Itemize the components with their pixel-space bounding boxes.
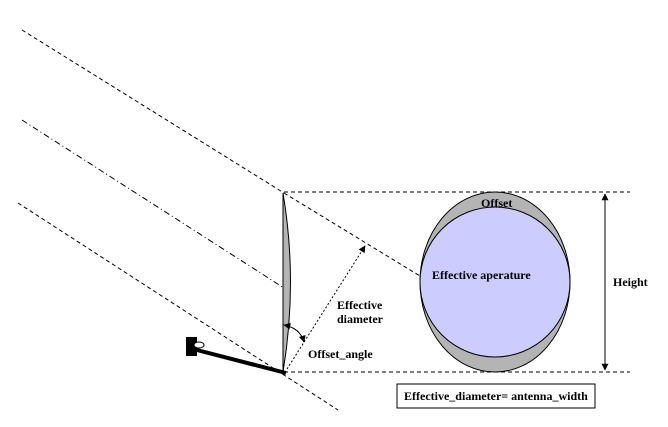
offset-angle-arc — [283, 322, 306, 343]
projection-lines — [284, 191, 630, 373]
feed-arm — [192, 347, 287, 375]
reflector-dish — [282, 192, 291, 373]
effective-diameter-label-line2: diameter — [337, 312, 384, 326]
height-label: Height — [613, 275, 648, 289]
formula-box — [396, 383, 596, 409]
feed-horn-mouth — [193, 341, 205, 349]
incoming-rays — [17, 29, 421, 411]
offset-angle-label: Offset_angle — [308, 347, 373, 361]
ray-middle — [21, 119, 285, 289]
ray-top-extension — [283, 192, 421, 277]
ray-top — [21, 29, 285, 194]
effective-diameter-arrow — [286, 245, 366, 370]
offset-label: Offset — [481, 196, 512, 210]
effective-aperture-label: Effective aperature — [432, 268, 531, 282]
effective-diameter-label-line1: Effective — [337, 298, 383, 312]
feed-horn — [186, 337, 197, 356]
formula-text: Effective_diameter= antenna_width — [404, 389, 588, 403]
ray-bottom — [17, 202, 339, 411]
effective-aperture-circle — [419, 206, 571, 358]
